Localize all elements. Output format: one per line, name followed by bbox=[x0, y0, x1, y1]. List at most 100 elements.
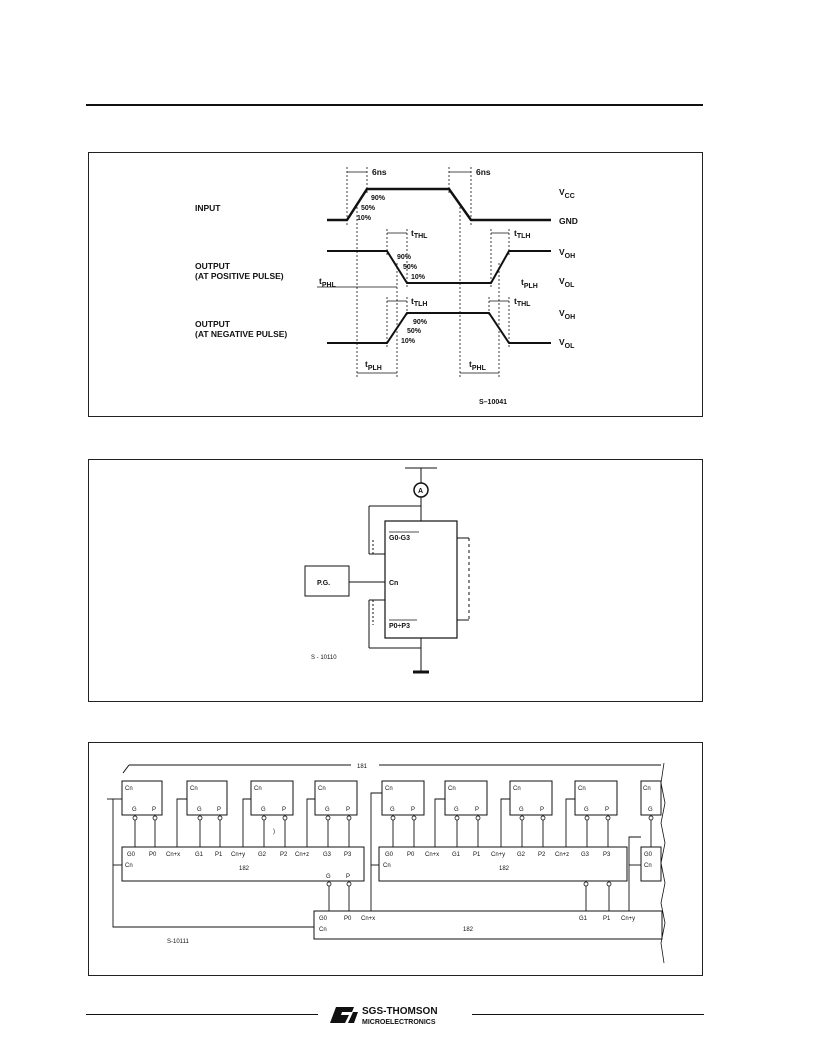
neg-50pct: 50% bbox=[407, 328, 422, 335]
alu1-g: G bbox=[132, 807, 137, 813]
pulse-generator-box bbox=[304, 565, 350, 597]
alu5-p: P bbox=[411, 807, 415, 813]
alu6-g: G bbox=[454, 807, 459, 813]
c2-cnz: Cn+z bbox=[555, 852, 569, 858]
alu8-cn: Cn bbox=[578, 786, 586, 792]
alu-181-2 bbox=[186, 780, 228, 816]
input-10pct: 10% bbox=[357, 215, 372, 222]
input-waveform bbox=[327, 187, 551, 222]
alu8-p: P bbox=[605, 807, 609, 813]
test-circuit-figure-id: S - 10110 bbox=[311, 655, 337, 661]
c2-g2: G2 bbox=[517, 852, 526, 858]
alu3-g: G bbox=[261, 807, 266, 813]
alu-181-5 bbox=[381, 780, 425, 816]
alu-181-8 bbox=[574, 780, 618, 816]
alu2-cn: Cn bbox=[190, 786, 198, 792]
rise-time-label: 6ns bbox=[372, 167, 387, 177]
stray-mark: ) bbox=[273, 829, 275, 835]
input-label: INPUT bbox=[195, 203, 221, 213]
alu3-p: P bbox=[282, 807, 286, 813]
input-90pct: 90% bbox=[371, 195, 386, 202]
cn-pin-label: Cn bbox=[389, 580, 398, 587]
brand-line-2: MICROELECTRONICS bbox=[362, 1019, 436, 1026]
vcc-label: VCC bbox=[559, 187, 575, 200]
neg-tplh-label: tPLH bbox=[365, 359, 382, 372]
brand-line-1: SGS-THOMSON bbox=[362, 1006, 438, 1017]
c3-p0: P0 bbox=[344, 916, 352, 922]
c1-p0: P0 bbox=[149, 852, 157, 858]
gnd-label: GND bbox=[559, 216, 578, 226]
alu-181-1 bbox=[121, 780, 163, 816]
alu2-p: P bbox=[217, 807, 221, 813]
alu2-g: G bbox=[197, 807, 202, 813]
footer-rule-right bbox=[472, 1014, 704, 1015]
c1-cnx: Cn+x bbox=[166, 852, 180, 858]
c2-g1: G1 bbox=[452, 852, 461, 858]
input-50pct: 50% bbox=[361, 205, 376, 212]
voh-label-2: VOH bbox=[559, 308, 575, 321]
alu1-cn: Cn bbox=[125, 786, 133, 792]
cr-g0: G0 bbox=[644, 852, 653, 858]
c1-p3: P3 bbox=[344, 852, 352, 858]
alu-181-3 bbox=[250, 780, 294, 816]
alu-181-7 bbox=[509, 780, 553, 816]
neg-90pct: 90% bbox=[413, 319, 428, 326]
c2-cnx: Cn+x bbox=[425, 852, 439, 858]
alu6-cn: Cn bbox=[448, 786, 456, 792]
output-positive-label-1: OUTPUT bbox=[195, 261, 231, 271]
c3-cnx: Cn+x bbox=[361, 916, 375, 922]
vol-label-1: VOL bbox=[559, 276, 575, 289]
alu4-g: G bbox=[325, 807, 330, 813]
c3-182: 182 bbox=[463, 927, 474, 933]
g-pins-label: G0-G3 bbox=[389, 535, 410, 542]
voh-label-1: VOH bbox=[559, 247, 575, 260]
lookahead-182-3 bbox=[313, 910, 663, 940]
c2-p1: P1 bbox=[473, 852, 481, 858]
neg-tlh-label: tTLH bbox=[411, 296, 427, 308]
pulse-generator-label: P.G. bbox=[317, 580, 330, 587]
c1-g2: G2 bbox=[258, 852, 267, 858]
neg-10pct: 10% bbox=[401, 338, 416, 345]
test-circuit-diagram: A P.G. G0-G3 Cn P0÷P3 S - 10110 bbox=[304, 467, 470, 674]
output-positive-label-2: (AT POSITIVE PULSE) bbox=[195, 271, 284, 281]
pos-tphl-label: tPHL bbox=[319, 276, 337, 289]
pos-tlh-label: tTLH bbox=[514, 228, 530, 240]
cascade-figure-id: S-10111 bbox=[167, 939, 189, 945]
cascade-diagram: 181 Cn G P Cn G P Cn G P Cn G P Cn G P C… bbox=[107, 762, 666, 964]
c2-g0: G0 bbox=[385, 852, 394, 858]
test-circuit-panel: A P.G. G0-G3 Cn P0÷P3 S - 10110 bbox=[88, 459, 703, 702]
c1-cny: Cn+y bbox=[231, 852, 245, 858]
alu1-p: P bbox=[152, 807, 156, 813]
sgs-thomson-logo: SGS-THOMSON MICROELECTRONICS bbox=[328, 1003, 468, 1027]
fall-time-label: 6ns bbox=[476, 167, 491, 177]
c1-cn: Cn bbox=[125, 863, 133, 869]
st-logo-icon: SGS-THOMSON MICROELECTRONICS bbox=[330, 1006, 438, 1026]
c2-p2: P2 bbox=[538, 852, 546, 858]
c2-cny: Cn+y bbox=[491, 852, 505, 858]
c1-p: P bbox=[346, 874, 350, 880]
alu4-cn: Cn bbox=[318, 786, 326, 792]
c1-g0: G0 bbox=[127, 852, 136, 858]
alu7-cn: Cn bbox=[513, 786, 521, 792]
c1-g3: G3 bbox=[323, 852, 332, 858]
c2-cn: Cn bbox=[383, 863, 391, 869]
ammeter-label: A bbox=[418, 488, 423, 495]
pos-tplh-label: tPLH bbox=[521, 277, 538, 290]
c1-cnz: Cn+z bbox=[295, 852, 309, 858]
c1-182: 182 bbox=[239, 866, 250, 872]
pos-90pct: 90% bbox=[397, 254, 412, 261]
alu9-g: G bbox=[648, 807, 653, 813]
cr-cn: Cn bbox=[644, 863, 652, 869]
p-pins-label: P0÷P3 bbox=[389, 623, 410, 630]
alu6-p: P bbox=[475, 807, 479, 813]
c2-p0: P0 bbox=[407, 852, 415, 858]
c3-cny: Cn+y bbox=[621, 916, 635, 922]
lookahead-182-2 bbox=[378, 846, 628, 882]
pos-10pct: 10% bbox=[411, 274, 426, 281]
neg-tphl-label: tPHL bbox=[469, 359, 487, 372]
c3-g0: G0 bbox=[319, 916, 328, 922]
footer-rule-left bbox=[86, 1014, 318, 1015]
cascade-panel: 181 Cn G P Cn G P Cn G P Cn G P Cn G P C… bbox=[88, 742, 703, 976]
alu5-g: G bbox=[390, 807, 395, 813]
c3-g1: G1 bbox=[579, 916, 588, 922]
